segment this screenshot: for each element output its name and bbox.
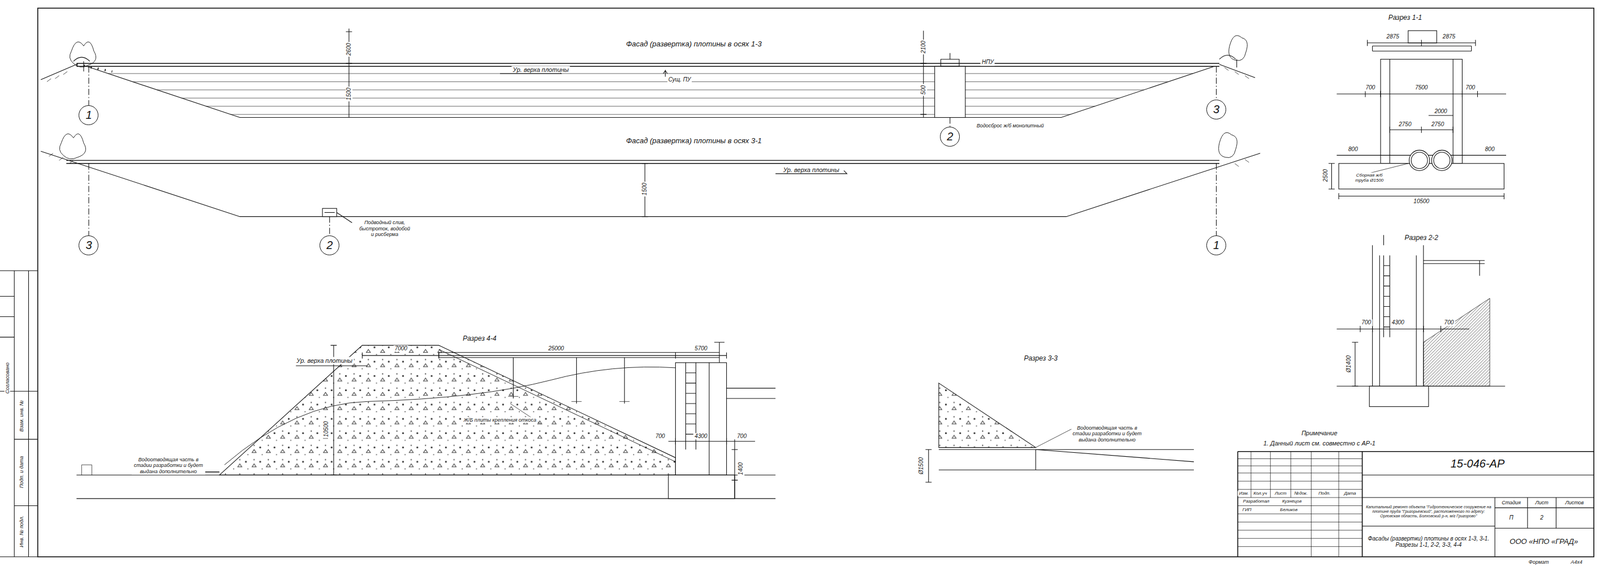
stamp-label: Инв. № подл. <box>18 514 25 549</box>
table-cell: Изм. <box>1238 490 1250 496</box>
dimension: 2000 <box>1433 108 1448 115</box>
dimension: 25000 <box>546 344 566 352</box>
callout-note: Ж/Б плиты крепления откоса <box>462 416 538 423</box>
axis-marker: 1 <box>1206 235 1227 256</box>
dimension: 10500 <box>323 419 331 438</box>
callout-note: Сборная ж/б труба Ø1500 <box>1350 172 1390 183</box>
table-cell: Кузнецов <box>1281 498 1303 504</box>
dimension: 2750 <box>1397 121 1413 128</box>
level-mark: Ур. верха плотины <box>511 65 571 73</box>
dimension: 4300 <box>693 432 709 440</box>
level-mark: НПУ <box>980 58 995 66</box>
axis-number: 3 <box>85 238 92 252</box>
format-label: А4х4 <box>1569 558 1584 565</box>
axis-number: 3 <box>1213 102 1220 116</box>
note-heading: Примечание <box>1300 429 1339 437</box>
axis-number: 2 <box>326 238 333 252</box>
dimension: 800 <box>1347 145 1360 153</box>
dimension: 2875 <box>1441 33 1457 41</box>
stamp-label: Согласовано <box>3 360 10 395</box>
section-title: Разрез 1-1 <box>1387 14 1423 23</box>
table-cell: Подп. <box>1317 490 1332 496</box>
dimension: 700 <box>1364 84 1377 92</box>
dimension: 2875 <box>1385 33 1401 41</box>
table-cell: Листов <box>1563 499 1585 506</box>
dimension: 10500 <box>1412 197 1431 205</box>
dimension: 700 <box>654 432 667 440</box>
callout-note: Водоотводящая часть в стадии разработки … <box>1071 425 1144 443</box>
axis-number: 2 <box>946 130 953 144</box>
dimension: 700 <box>1360 319 1373 327</box>
dimension: Ø1500 <box>917 455 925 476</box>
section-title: Разрез 2-2 <box>1403 234 1440 243</box>
table-cell: 2 <box>1538 514 1545 521</box>
format-label: Формат <box>1527 558 1551 565</box>
dimension: 1500 <box>345 86 353 102</box>
dimension: 2600 <box>345 41 353 57</box>
drawing-code: 15-046-АР <box>1449 456 1507 470</box>
dimension: 700 <box>1443 319 1456 327</box>
table-cell: П <box>1507 514 1515 521</box>
table-cell: Кол.уч <box>1252 490 1269 496</box>
axis-marker: 1 <box>78 105 99 125</box>
table-cell: Стадия <box>1500 499 1522 506</box>
stamp-label: Взам. инв. № <box>18 398 25 433</box>
dimension: 2500 <box>1322 167 1330 183</box>
dimension: 1500 <box>641 181 649 197</box>
table-cell: Капитальный ремонт объекта "Гидротехниче… <box>1363 504 1494 519</box>
dimension: Ø1400 <box>1345 354 1353 374</box>
dimension: 5700 <box>693 344 709 352</box>
dimension: 500 <box>920 83 927 96</box>
table-cell: №док. <box>1293 490 1310 496</box>
company-name: ООО «НПО «ГРАД» <box>1508 536 1580 546</box>
dimension: 2100 <box>920 39 927 55</box>
note-text: 1. Данный лист см. совместно с АР-1 <box>1262 439 1377 447</box>
axis-marker: 3 <box>78 235 99 256</box>
stamp-label: Подп. и дата <box>18 454 25 489</box>
table-cell: Дата <box>1342 490 1357 496</box>
axis-number: 1 <box>85 108 92 122</box>
table-cell: ГИП <box>1241 506 1253 512</box>
view-title: Фасад (развертка) плотины в осях 1-3 <box>624 39 763 49</box>
dimension: 7500 <box>1413 84 1429 92</box>
callout-note: Подводный слив, быстроток, водобой и рис… <box>358 220 412 238</box>
table-cell: Беликов <box>1278 506 1299 512</box>
dimension: 700 <box>735 432 748 440</box>
dimension: 800 <box>1484 145 1496 153</box>
axis-marker: 3 <box>1206 99 1227 120</box>
level-mark: Сущ. ПУ <box>667 76 693 84</box>
table-cell: Разработал <box>1241 498 1271 504</box>
section-title: Разрез 3-3 <box>1023 354 1059 363</box>
level-mark: Ур. верха плотины <box>782 165 841 174</box>
view-title: Фасад (развертка) плотины в осях 3-1 <box>624 136 763 146</box>
axis-number: 1 <box>1213 238 1220 252</box>
dimension: 700 <box>1464 84 1477 92</box>
dimension: 7000 <box>393 344 409 352</box>
dimension: 2750 <box>1430 121 1446 128</box>
axis-marker: 2 <box>319 235 340 256</box>
dimension: 1400 <box>737 460 745 476</box>
table-cell: Лист <box>1273 490 1288 496</box>
callout-note: Водоотводящая часть в стадии разработки … <box>131 456 206 475</box>
callout-note: Водосброс ж/б монолитный <box>975 122 1046 129</box>
table-cell: Фасады (развертки) плотины в осях 1-3, 3… <box>1363 534 1494 548</box>
table-cell: Лист <box>1534 499 1550 506</box>
level-mark: Ур. верха плотины <box>295 356 354 365</box>
axis-marker: 2 <box>939 126 960 147</box>
dimension: 4300 <box>1390 319 1406 327</box>
section-title: Разрез 4-4 <box>461 334 498 343</box>
